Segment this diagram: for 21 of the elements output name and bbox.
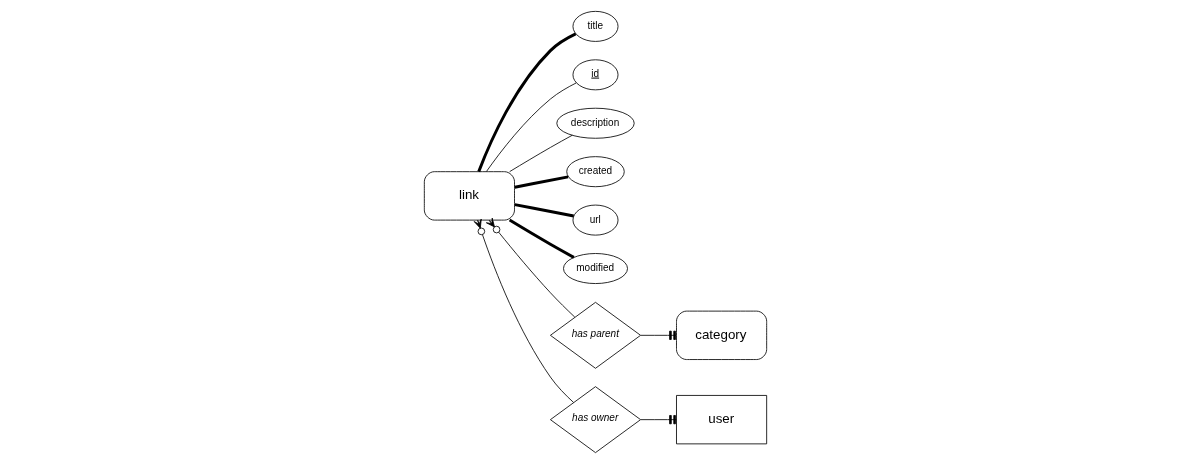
node-ellipse: url <box>572 204 619 236</box>
connector <box>640 415 677 425</box>
node-ellipse: modified <box>563 253 628 284</box>
connector <box>486 82 577 172</box>
connector <box>485 217 576 318</box>
connector <box>477 32 577 173</box>
connector <box>514 203 574 218</box>
node-ellipse: created <box>566 156 625 188</box>
node-ellipse: id <box>572 59 619 91</box>
connector <box>514 175 569 189</box>
node-ellipse: title <box>572 10 619 42</box>
node-ellipse: description <box>556 107 635 139</box>
node-box: category <box>676 310 768 360</box>
connector <box>640 330 677 340</box>
connector <box>509 134 573 173</box>
node-diamond: has owner <box>550 386 641 454</box>
node-box: user <box>676 395 768 445</box>
node-box: link <box>423 171 515 221</box>
node-diamond: has parent <box>550 301 641 369</box>
connector <box>508 218 575 259</box>
connector <box>473 218 574 403</box>
